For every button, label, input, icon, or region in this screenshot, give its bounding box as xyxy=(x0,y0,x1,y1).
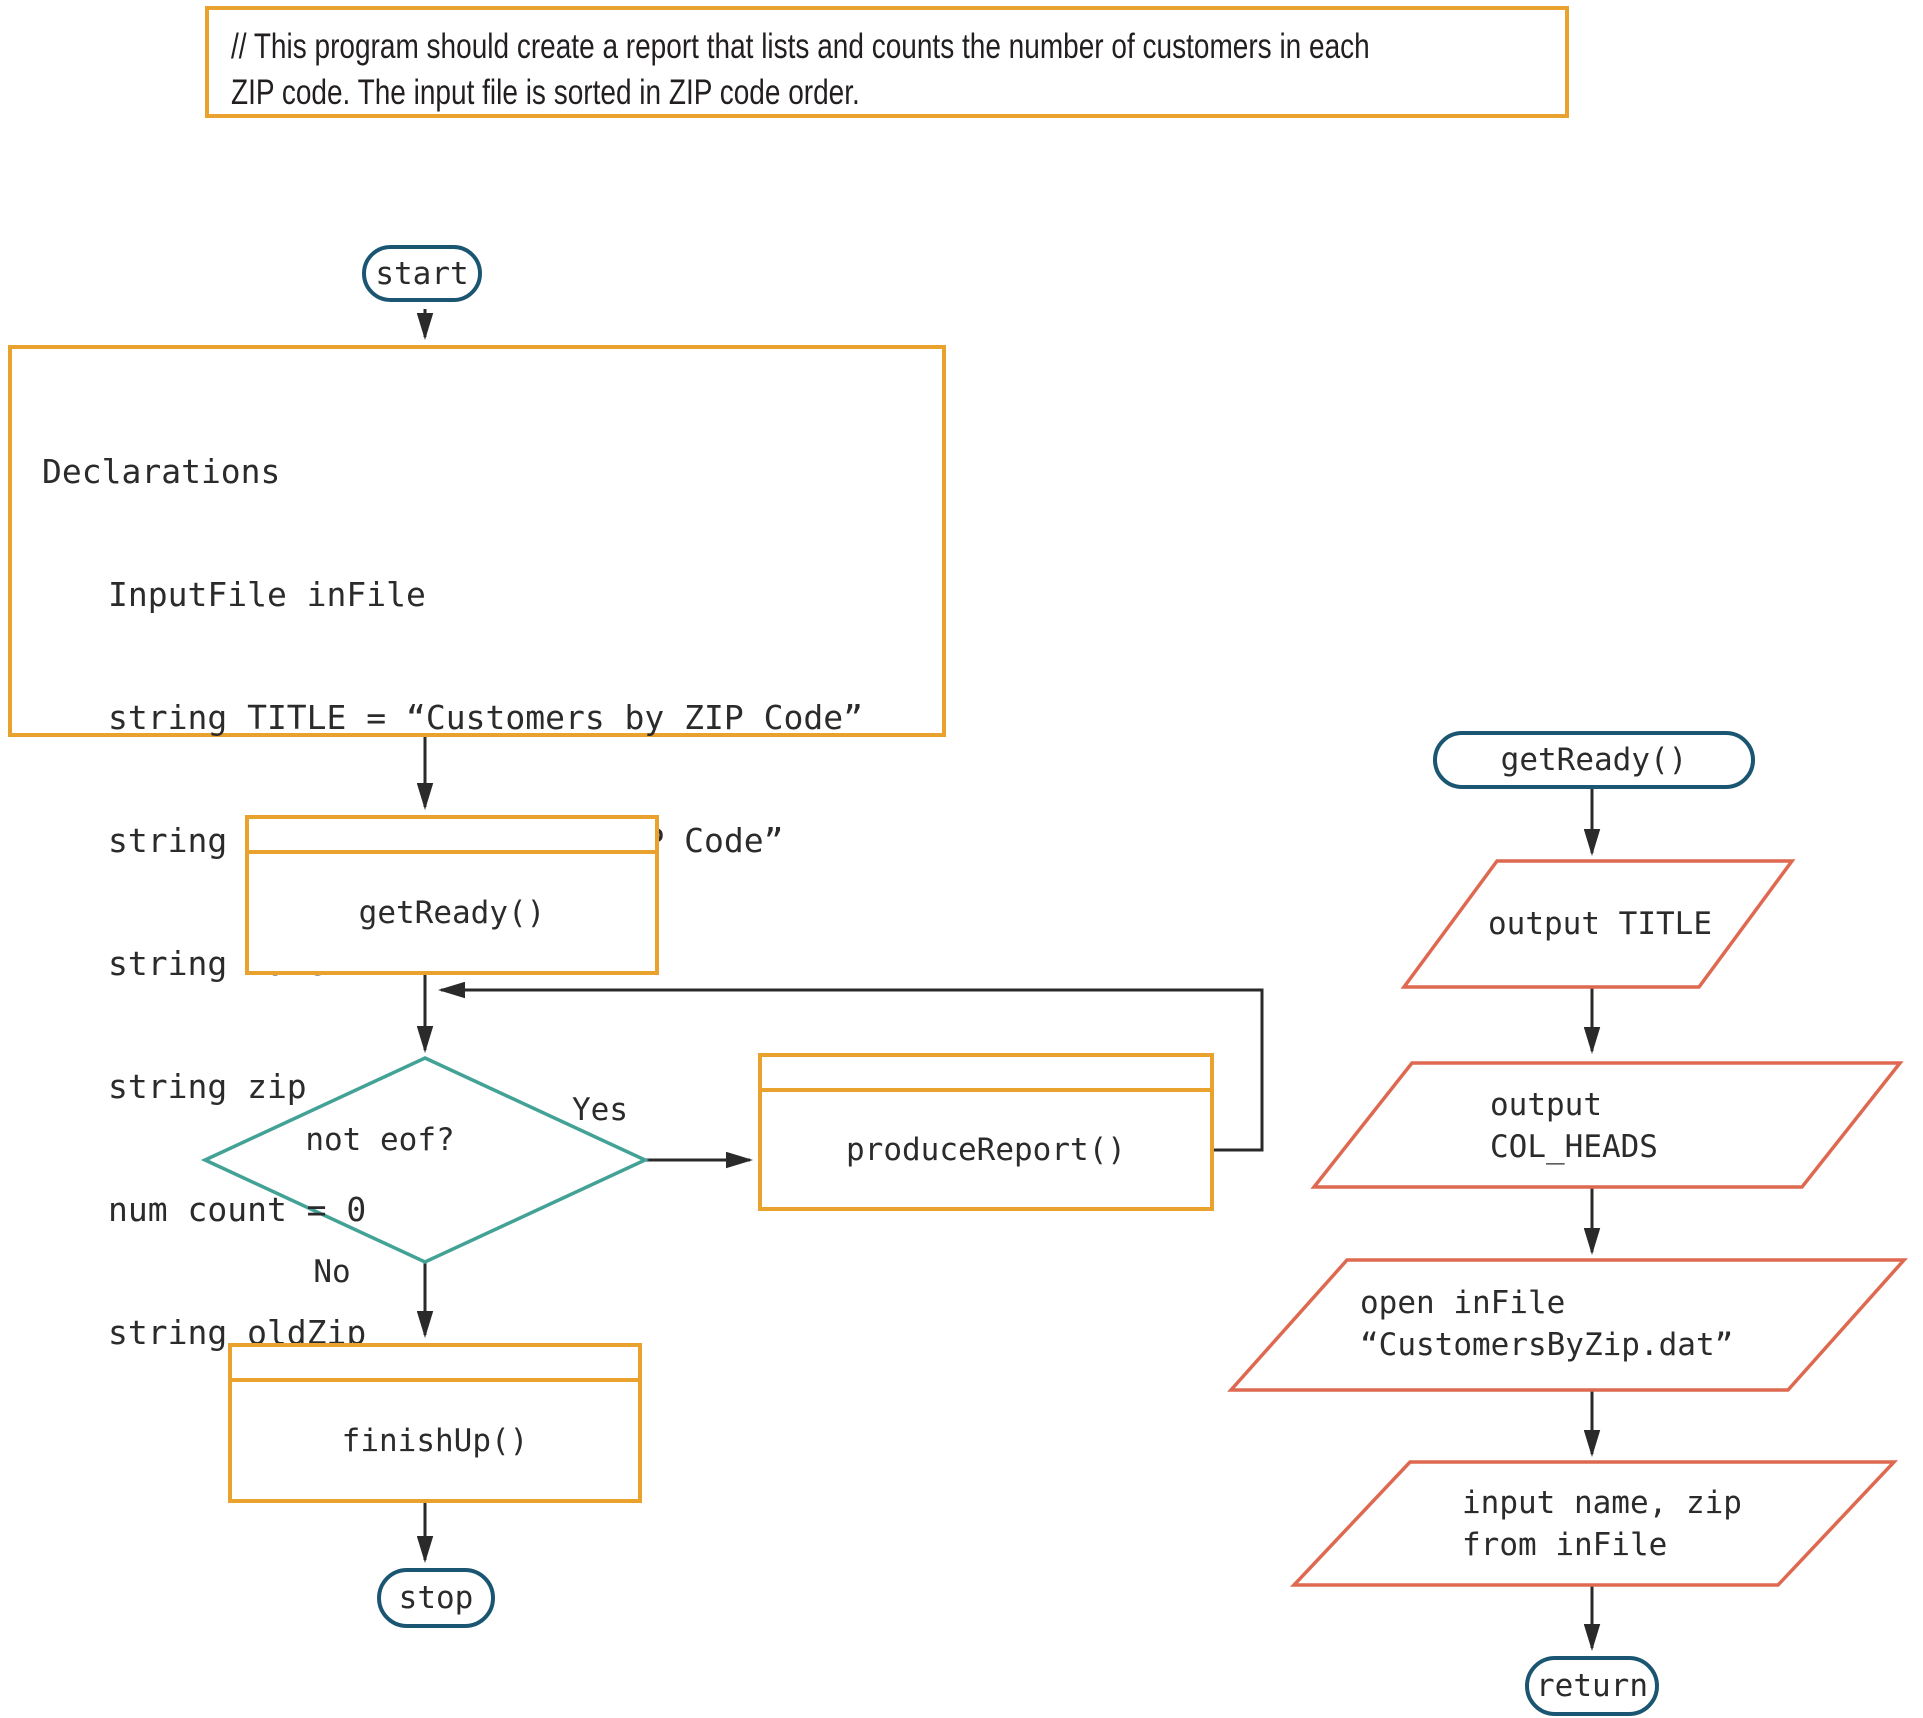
produce-report-process: produceReport() xyxy=(758,1053,1214,1211)
comment-box: // This program should create a report t… xyxy=(205,6,1569,118)
open-infile-line2: “CustomersByZip.dat” xyxy=(1360,1327,1734,1363)
get-ready-terminal-label: getReady() xyxy=(1500,742,1688,778)
stop-terminal-label: stop xyxy=(398,1580,474,1616)
finish-up-process-label: finishUp() xyxy=(341,1422,529,1459)
module-stripe xyxy=(762,1057,1210,1092)
declaration-line: string TITLE = “Customers by ZIP Code” xyxy=(108,698,863,737)
output-col-heads-line1: output xyxy=(1490,1087,1602,1123)
yes-label: Yes xyxy=(572,1092,628,1128)
start-terminal-label: start xyxy=(375,255,469,292)
get-ready-terminal: getReady() xyxy=(1433,731,1755,789)
not-eof-decision-diamond xyxy=(200,1056,650,1264)
output-title-io-label: output TITLE xyxy=(1488,906,1712,942)
not-eof-decision-label: not eof? xyxy=(305,1122,455,1158)
declarations-text: Declarations InputFile inFile string TIT… xyxy=(42,369,863,1435)
module-stripe xyxy=(232,1347,638,1382)
return-terminal-label: return xyxy=(1536,1668,1648,1704)
open-infile-io-shape xyxy=(1227,1258,1908,1392)
input-name-zip-line1: input name, zip xyxy=(1462,1485,1742,1521)
declarations-title: Declarations xyxy=(42,452,281,491)
module-stripe xyxy=(249,819,655,854)
input-name-zip-io-label: input name, zip from inFile xyxy=(1462,1482,1742,1566)
return-terminal: return xyxy=(1525,1656,1659,1716)
output-col-heads-io-label: output COL_HEADS xyxy=(1490,1084,1658,1168)
input-name-zip-line2: from inFile xyxy=(1462,1527,1668,1563)
comment-text-line2: ZIP code. The input file is sorted in ZI… xyxy=(231,73,860,112)
input-name-zip-io-shape xyxy=(1289,1460,1899,1587)
start-terminal: start xyxy=(362,245,482,302)
declarations-box: Declarations InputFile inFile string TIT… xyxy=(8,345,946,1352)
declaration-line: num count = 0 xyxy=(108,1190,367,1229)
declaration-line: string zip xyxy=(108,1067,307,1106)
open-infile-io-label: open inFile “CustomersByZip.dat” xyxy=(1360,1282,1733,1366)
no-label: No xyxy=(313,1254,351,1290)
loop-connector-producereport-back xyxy=(438,981,1264,1152)
finish-up-process: finishUp() xyxy=(228,1343,642,1503)
stop-terminal: stop xyxy=(377,1568,495,1628)
output-col-heads-line2: COL_HEADS xyxy=(1490,1129,1658,1165)
get-ready-process: getReady() xyxy=(245,815,659,975)
open-infile-line1: open inFile xyxy=(1360,1285,1566,1321)
comment-text-line1: // This program should create a report t… xyxy=(231,27,1370,66)
output-title-io-shape xyxy=(1400,859,1796,989)
output-col-heads-io-shape xyxy=(1310,1061,1904,1189)
produce-report-process-label: produceReport() xyxy=(846,1131,1126,1168)
declaration-line: InputFile inFile xyxy=(108,575,426,614)
get-ready-process-label: getReady() xyxy=(358,894,546,931)
